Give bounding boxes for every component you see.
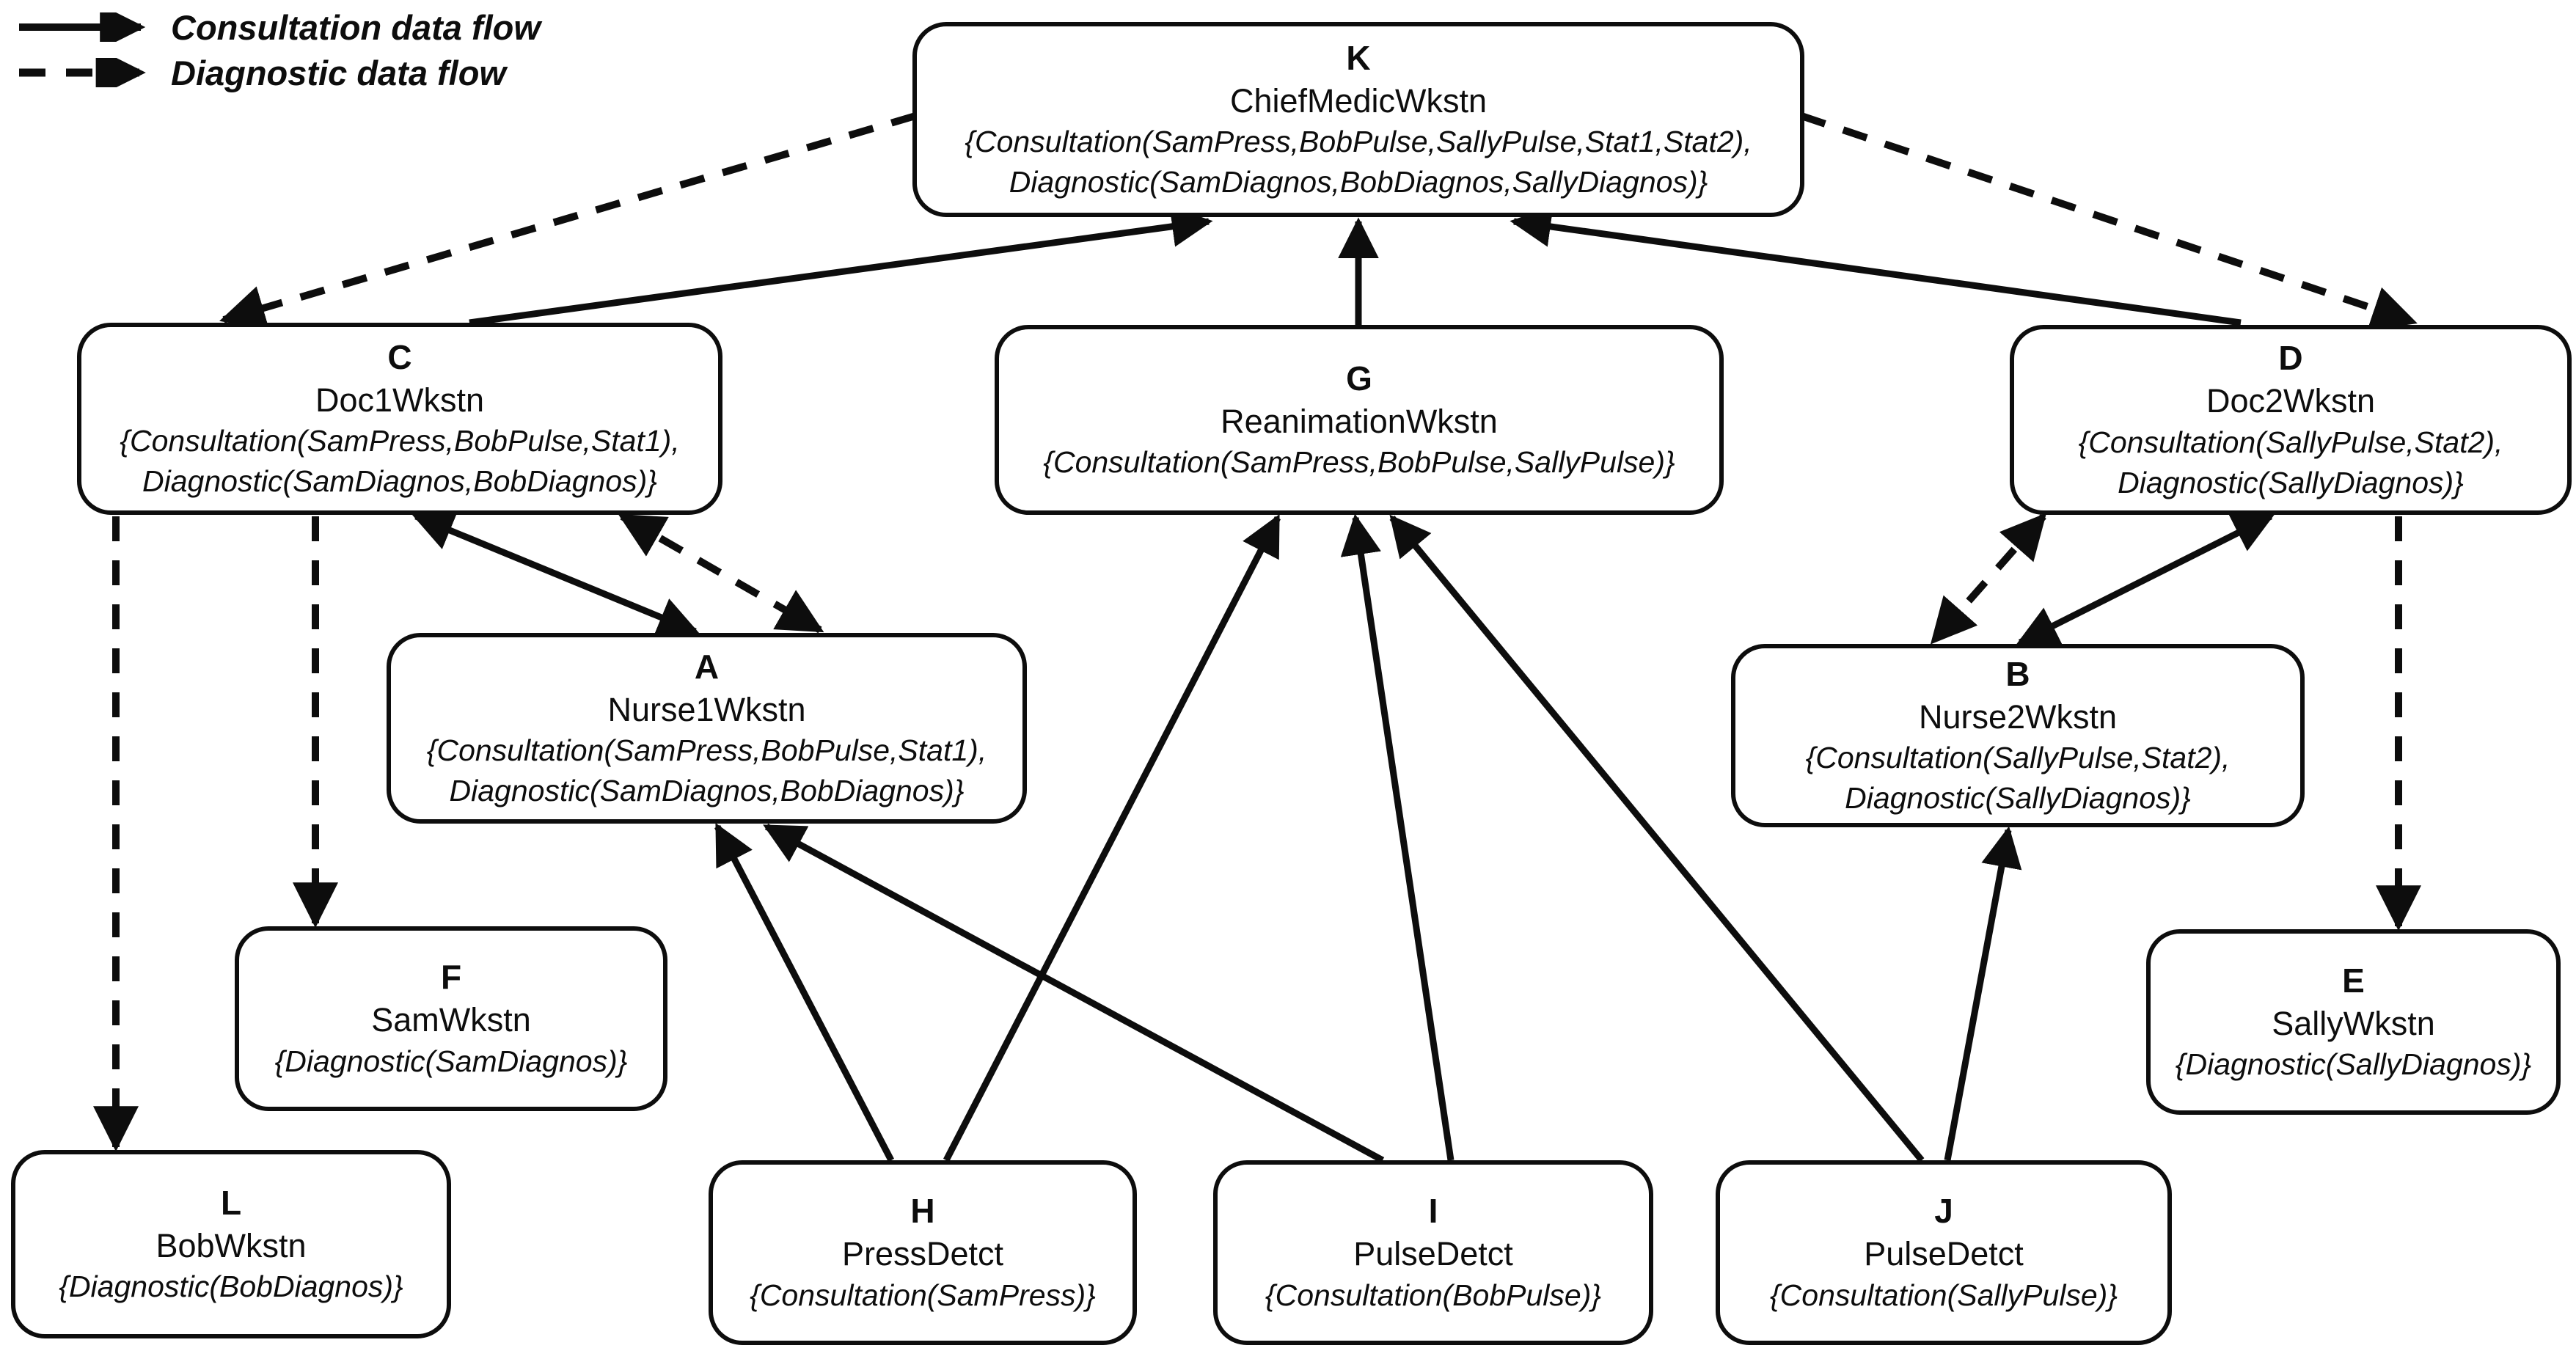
edge-H-to-G-consultation xyxy=(943,514,1281,1162)
node-G-reanimationwkstn: G ReanimationWkstn {Consultation(SamPres… xyxy=(995,325,1724,515)
node-C-doc1wkstn: C Doc1Wkstn {Consultation(SamPress,BobPu… xyxy=(77,323,722,515)
node-spec-line1: {Consultation(SamPress,BobPulse,Stat1), xyxy=(426,733,987,768)
legend-consultation-label: Consultation data flow xyxy=(171,7,541,47)
node-name: Doc1Wkstn xyxy=(315,381,485,419)
node-name: BobWkstn xyxy=(155,1226,307,1264)
node-E-sallywkstn: E SallyWkstn {Diagnostic(SallyDiagnos)} xyxy=(2146,929,2561,1115)
node-J-pulsedetct: J PulseDetct {Consultation(SallyPulse)} xyxy=(1716,1160,2172,1345)
node-spec-line2: Diagnostic(SamDiagnos,BobDiagnos)} xyxy=(449,774,965,808)
node-spec-line1: {Consultation(SallyPulse)} xyxy=(1769,1278,2118,1312)
edge-D-B-diagnostic-bidirectional xyxy=(1930,513,2047,645)
node-F-samwkstn: F SamWkstn {Diagnostic(SamDiagnos)} xyxy=(235,926,667,1111)
edge-C-A-diagnostic-bidirectional xyxy=(618,513,824,634)
node-L-bobwkstn: L BobWkstn {Diagnostic(BobDiagnos)} xyxy=(11,1150,451,1338)
node-spec-line1: {Diagnostic(BobDiagnos)} xyxy=(59,1270,403,1304)
edge-K-to-D-diagnostic xyxy=(1800,112,2418,331)
node-name: ChiefMedicWkstn xyxy=(1229,81,1488,120)
node-spec-line1: {Diagnostic(SallyDiagnos)} xyxy=(2175,1047,2532,1082)
node-letter: A xyxy=(694,647,720,686)
node-letter: B xyxy=(2005,654,2030,693)
node-letter: E xyxy=(2342,961,2365,1000)
node-spec-line2: Diagnostic(SallyDiagnos)} xyxy=(1845,781,2191,816)
node-name: Doc2Wkstn xyxy=(2206,382,2376,420)
node-letter: L xyxy=(220,1183,242,1222)
node-letter: F xyxy=(440,958,462,997)
node-letter: D xyxy=(2278,339,2303,378)
node-spec-line1: {Consultation(SallyPulse,Stat2), xyxy=(1805,741,2231,775)
node-H-pressdetct: H PressDetct {Consultation(SamPress)} xyxy=(709,1160,1137,1345)
edge-J-to-B-consultation xyxy=(1944,826,2022,1161)
node-name: Nurse2Wkstn xyxy=(1918,697,2118,736)
edge-I-to-A-consultation xyxy=(763,824,1385,1163)
legend-diagnostic-label: Diagnostic data flow xyxy=(171,53,506,92)
node-K-chiefmedicwkstn: K ChiefMedicWkstn {Consultation(SamPress… xyxy=(912,22,1804,217)
node-name: PressDetct xyxy=(841,1235,1004,1273)
node-spec-line1: {Consultation(SallyPulse,Stat2), xyxy=(2078,425,2503,459)
node-spec-line1: {Diagnostic(SamDiagnos)} xyxy=(274,1044,628,1078)
node-name: SamWkstn xyxy=(371,1001,531,1039)
edge-K-to-C-diagnostic xyxy=(219,112,917,330)
node-spec-line1: {Consultation(SamPress)} xyxy=(750,1278,1096,1312)
edge-H-to-A-consultation xyxy=(714,823,894,1162)
node-D-doc2wkstn: D Doc2Wkstn {Consultation(SallyPulse,Sta… xyxy=(2010,325,2572,515)
node-letter: C xyxy=(387,337,412,376)
node-name: PulseDetct xyxy=(1353,1235,1513,1273)
node-spec-line1: {Consultation(BobPulse)} xyxy=(1265,1278,1602,1312)
node-spec-line2: Diagnostic(SamDiagnos,BobDiagnos)} xyxy=(142,464,657,499)
edge-C-to-K-consultation xyxy=(469,206,1213,326)
node-I-pulsedetct: I PulseDetct {Consultation(BobPulse)} xyxy=(1213,1160,1653,1345)
node-name: Nurse1Wkstn xyxy=(607,690,806,728)
legend-item-diagnostic: Diagnostic data flow xyxy=(16,50,541,95)
node-A-nurse1wkstn: A Nurse1Wkstn {Consultation(SamPress,Bob… xyxy=(387,633,1027,824)
node-spec-line2: Diagnostic(SamDiagnos,BobDiagnos,SallyDi… xyxy=(1009,165,1708,199)
edge-J-to-G-consultation xyxy=(1389,514,1925,1162)
node-B-nurse2wkstn: B Nurse2Wkstn {Consultation(SallyPulse,S… xyxy=(1731,644,2305,827)
node-spec-line1: {Consultation(SamPress,BobPulse,Stat1), xyxy=(120,424,680,458)
node-name: ReanimationWkstn xyxy=(1221,402,1498,440)
node-letter: H xyxy=(910,1192,935,1231)
solid-arrow-icon xyxy=(19,12,146,42)
node-letter: G xyxy=(1346,359,1372,398)
node-spec-line1: {Consultation(SamPress,BobPulse,SallyPul… xyxy=(1043,445,1675,480)
edge-C-A-consultation-bidirectional xyxy=(411,511,700,637)
node-letter: K xyxy=(1346,38,1371,77)
node-name: SallyWkstn xyxy=(2272,1004,2435,1042)
node-spec-line1: {Consultation(SamPress,BobPulse,SallyPul… xyxy=(965,125,1752,159)
node-name: PulseDetct xyxy=(1864,1235,2024,1273)
node-letter: J xyxy=(1934,1192,1953,1231)
edge-D-to-K-consultation xyxy=(1510,206,2242,326)
edge-I-to-G-consultation xyxy=(1340,513,1455,1161)
edge-D-B-consultation-bidirectional xyxy=(2016,513,2275,646)
dashed-arrow-icon xyxy=(19,58,146,87)
legend-item-consultation: Consultation data flow xyxy=(16,4,541,50)
node-spec-line2: Diagnostic(SallyDiagnos)} xyxy=(2118,465,2464,499)
legend: Consultation data flow Diagnostic data f… xyxy=(16,4,541,95)
node-letter: I xyxy=(1428,1192,1438,1231)
